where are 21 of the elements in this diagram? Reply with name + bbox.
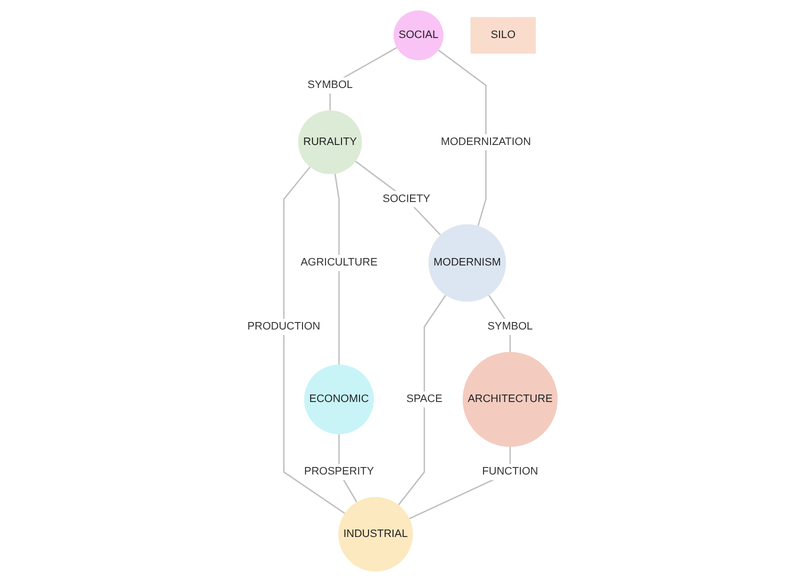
node-circle: INDUSTRIAL xyxy=(338,497,413,572)
edge-label: PRODUCTION xyxy=(247,320,320,332)
node-circle: RURALITY xyxy=(298,110,362,174)
connector xyxy=(438,50,487,226)
node-circle: ARCHITECTURE xyxy=(462,352,558,447)
edge-label: AGRICULTURE xyxy=(300,256,378,268)
edge-label: FUNCTION xyxy=(482,466,538,478)
node-circle: MODERNISM xyxy=(428,224,506,302)
edge-label: SOCIETY xyxy=(382,193,430,205)
connector xyxy=(283,166,346,514)
node-circle: ECONOMIC xyxy=(304,364,374,434)
edge-label: SPACE xyxy=(406,393,442,405)
node-box: SILO xyxy=(470,17,536,54)
connector xyxy=(398,294,446,506)
edge-label: MODERNIZATION xyxy=(440,136,531,148)
node-circle: SOCIAL xyxy=(394,10,444,60)
connector xyxy=(355,160,441,236)
edge-label: SYMBOL xyxy=(307,79,353,91)
edge-label: SYMBOL xyxy=(488,320,533,332)
connector xyxy=(334,174,340,365)
edge-label: PROSPERITY xyxy=(304,466,374,478)
